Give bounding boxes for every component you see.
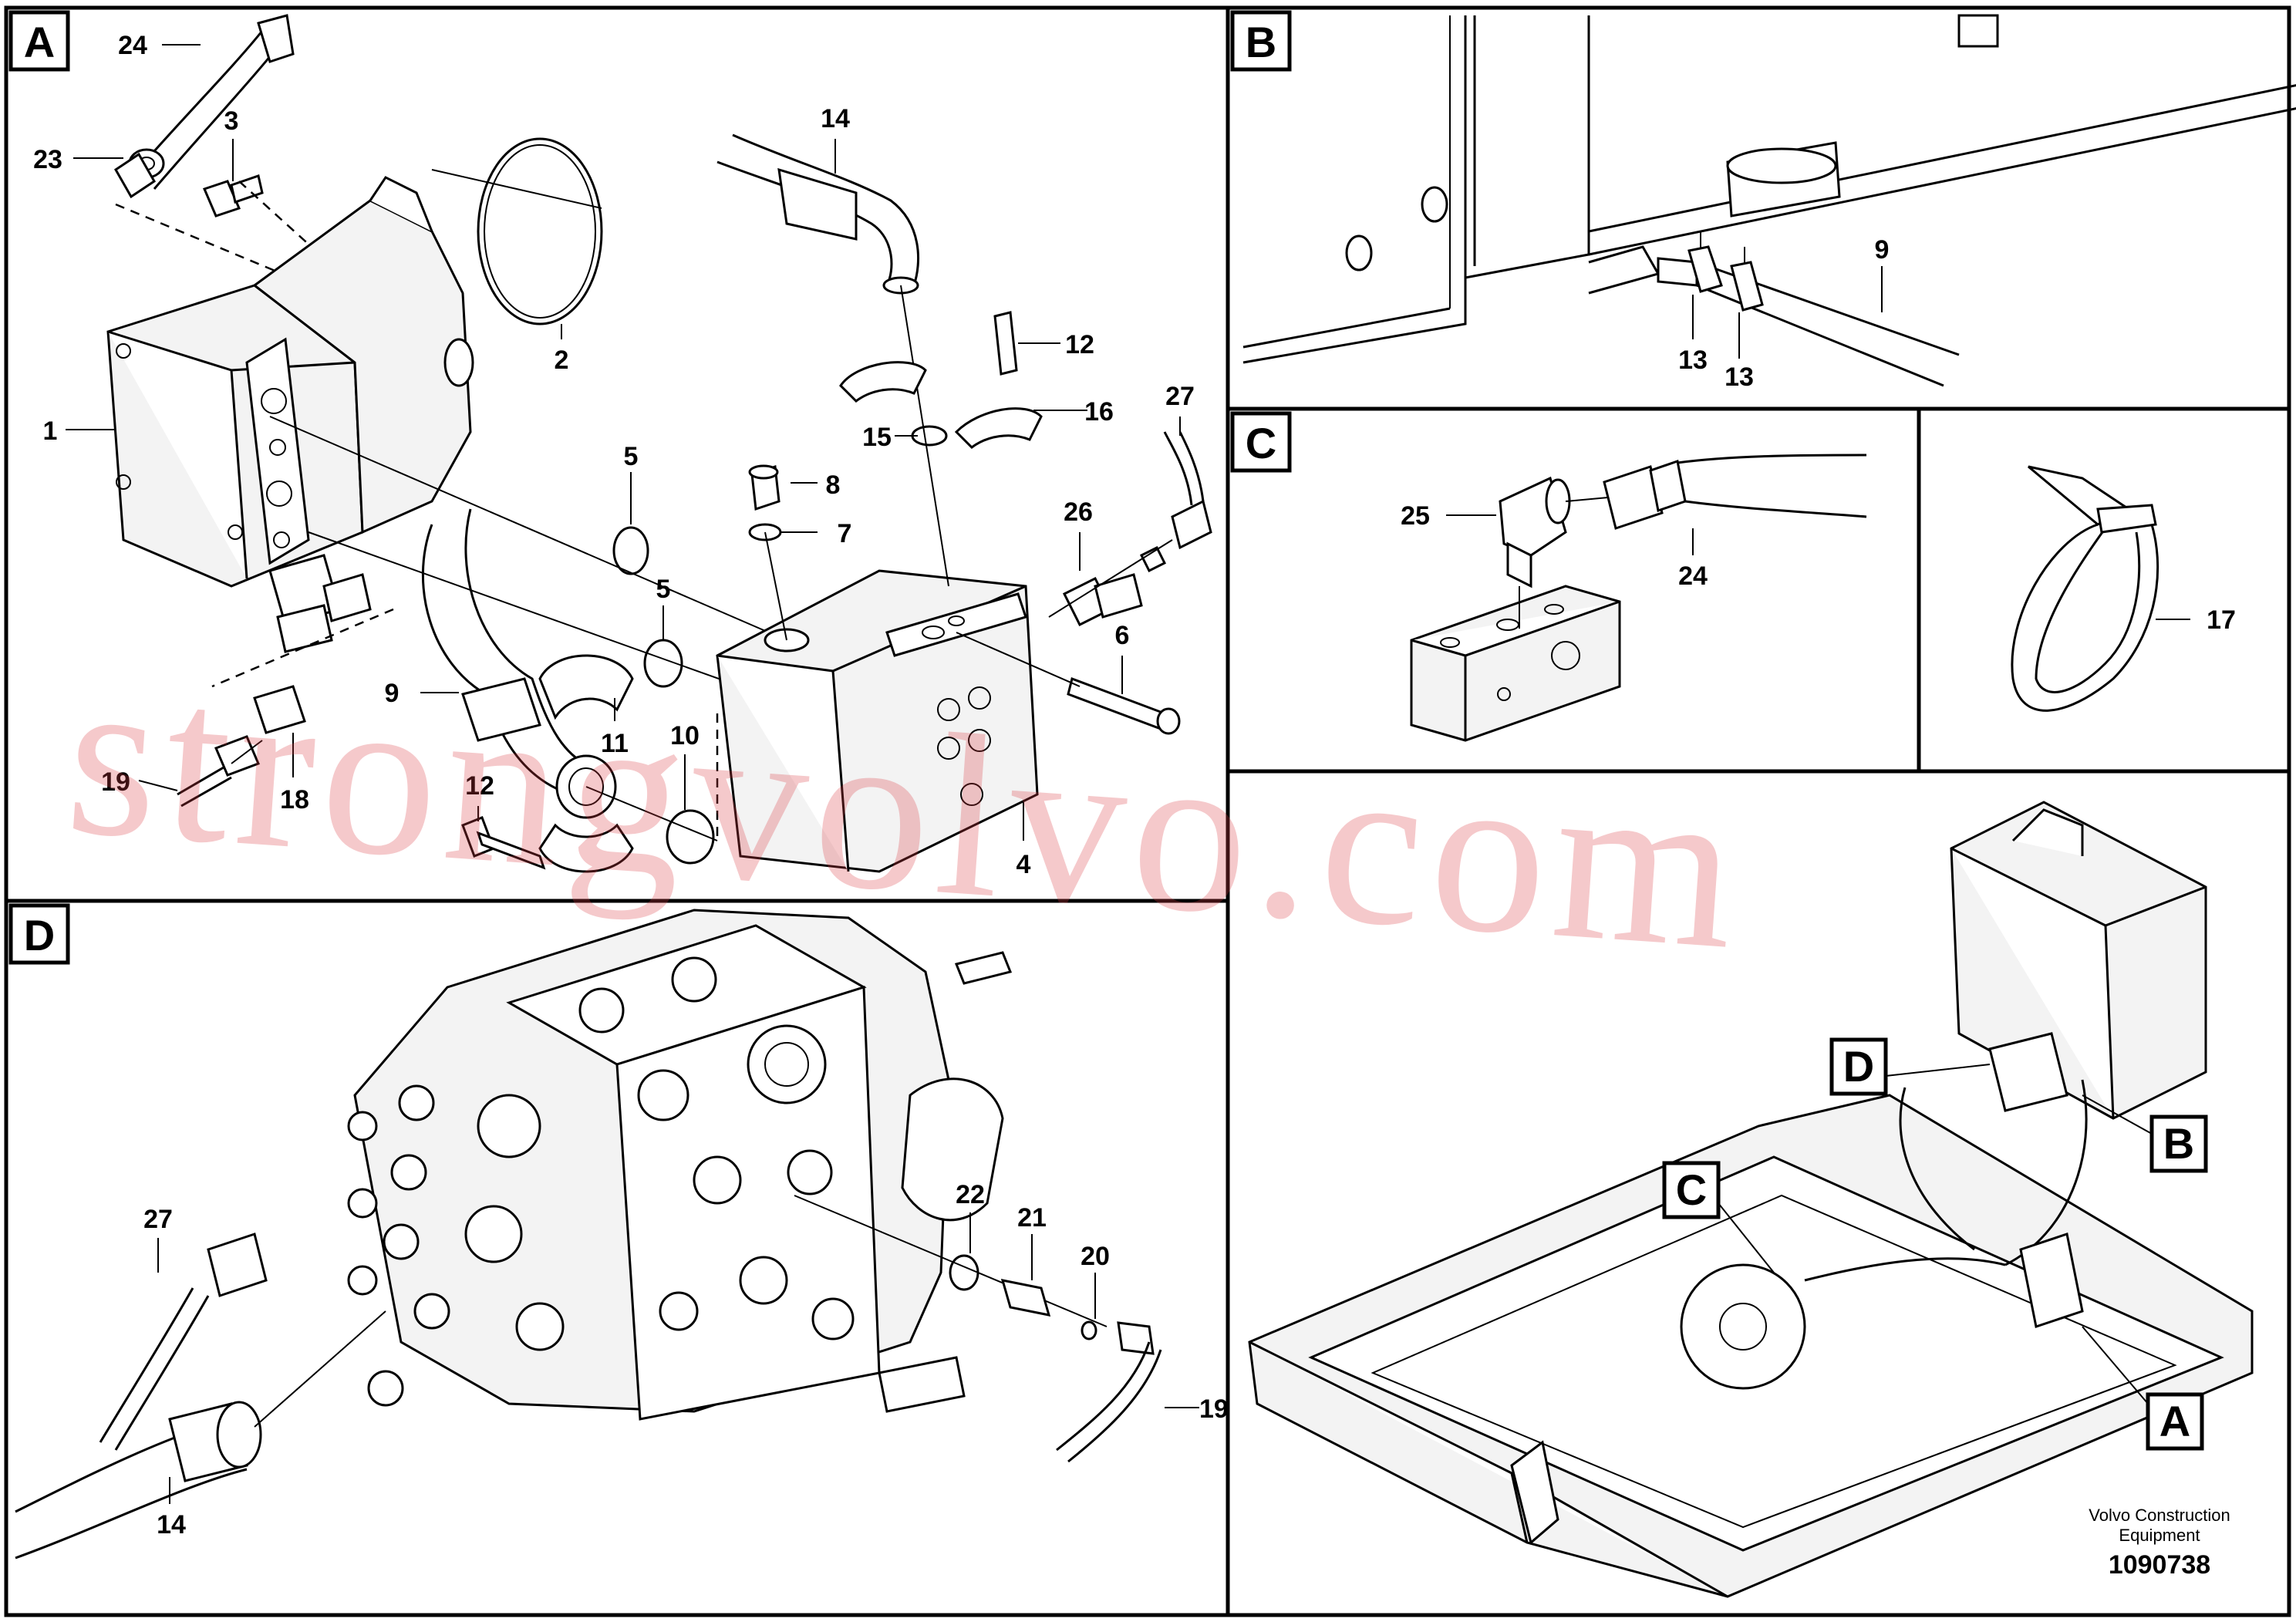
callout-d-27: 27 [143,1205,173,1234]
callout-1: 1 [43,416,58,446]
overview-drawing [1248,801,2254,1598]
callout-c-25: 25 [1401,501,1430,531]
callout-11: 11 [601,729,629,758]
overview-label-a: A [2159,1397,2190,1445]
panel-letter-d: D [24,911,55,959]
callout-7: 7 [838,519,852,548]
panel-a-drawing [106,14,1212,873]
callout-5-upper: 5 [624,442,639,471]
panel-c2-drawing [2011,465,2159,712]
panel-c-callouts: 25 24 [1401,501,1708,591]
brand-line-2: Equipment [2119,1526,2200,1545]
overview-label-b: B [2163,1119,2194,1168]
panel-b-drawing [1242,14,2296,387]
document-number: 1090738 [2109,1550,2210,1580]
callout-d-20: 20 [1081,1242,1110,1271]
callout-15: 15 [862,423,892,452]
panel-a-callouts: 24 23 3 2 1 14 12 16 27 15 8 7 26 5 5 6 … [33,31,1195,879]
callout-24: 24 [118,31,147,60]
panel-c2-callouts: 17 [2156,605,2236,635]
callout-10: 10 [670,721,700,750]
callout-14: 14 [821,104,850,133]
callout-3: 3 [224,106,239,136]
overview-label-d: D [1843,1042,1874,1091]
callout-d-21: 21 [1017,1203,1047,1233]
panel-label-b: B [1230,10,1292,72]
callout-6: 6 [1115,621,1130,650]
overview-label-c: C [1676,1165,1707,1214]
overview-labels: D C B A [1662,1037,2208,1451]
callout-c-24: 24 [1678,561,1708,591]
panel-c-drawing [1410,454,1867,742]
callout-18: 18 [280,785,309,814]
callout-2: 2 [555,346,569,375]
panel-label-c: C [1230,411,1292,473]
footer: Volvo Construction Equipment 1090738 [2089,1506,2230,1580]
panel-d-drawing [15,909,1162,1560]
panel-label-a: A [8,10,70,72]
callout-17: 17 [2207,605,2236,635]
callout-d-14: 14 [157,1510,186,1539]
callout-12: 12 [1065,330,1094,359]
callout-b-9: 9 [1875,235,1890,265]
callout-19: 19 [101,767,130,797]
panel-frames [4,5,2291,1617]
callout-16: 16 [1084,397,1114,427]
callout-26: 26 [1064,497,1093,527]
panel-d-callouts: 27 22 21 20 14 19 [143,1180,1229,1539]
callout-b-13-right: 13 [1725,363,1754,392]
callout-9: 9 [385,679,400,708]
panel-label-d: D [8,903,70,965]
brand-line-1: Volvo Construction [2089,1506,2230,1525]
callout-d-19: 19 [1199,1394,1229,1424]
callout-4: 4 [1017,850,1031,879]
callout-23: 23 [33,145,62,174]
callout-d-22: 22 [956,1180,985,1209]
panel-b-callouts: 9 13 13 [1678,235,1889,392]
callout-8: 8 [826,470,841,500]
callout-27: 27 [1165,382,1195,411]
callout-b-13-left: 13 [1678,346,1708,375]
panel-letter-c: C [1246,419,1276,467]
callout-12-lower: 12 [465,771,494,801]
panel-letter-b: B [1246,18,1276,66]
callout-5-lower: 5 [656,575,671,604]
panel-letter-a: A [24,18,55,66]
